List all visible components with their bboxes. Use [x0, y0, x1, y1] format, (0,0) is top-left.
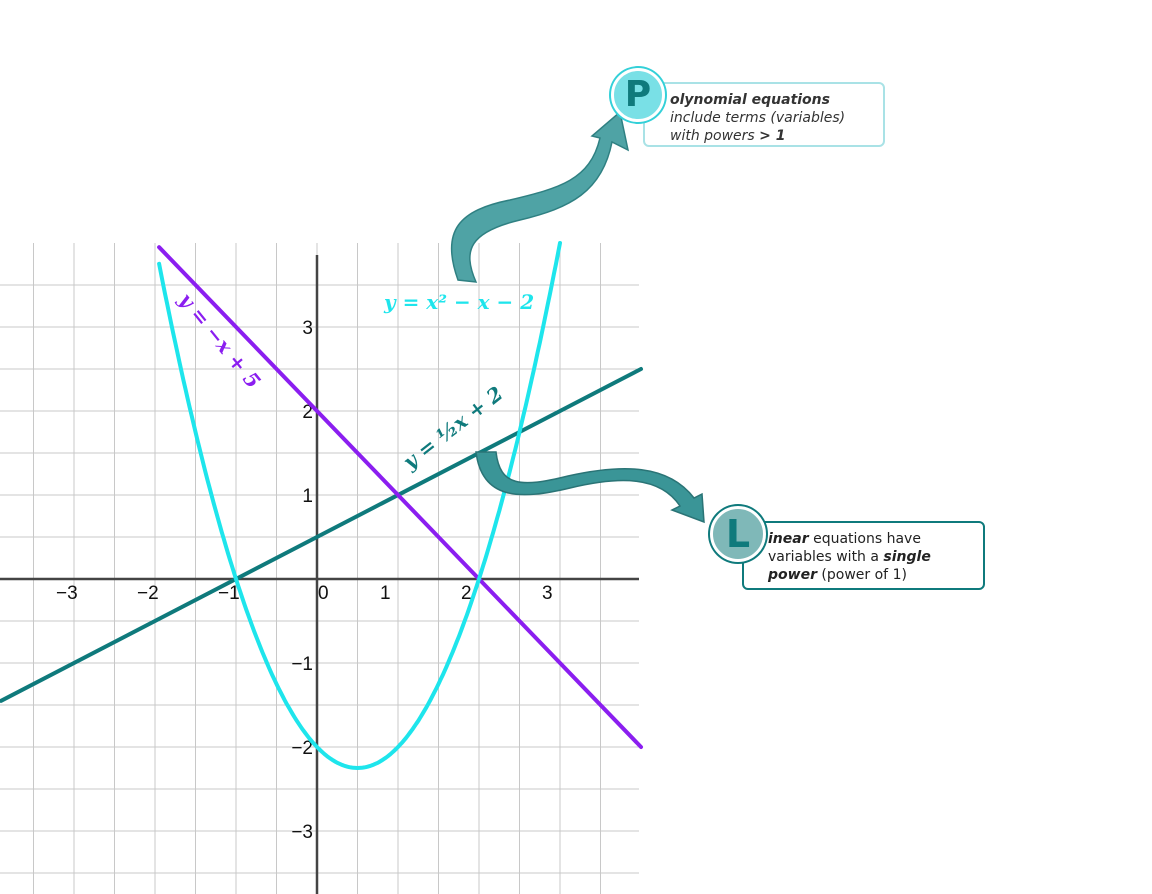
linear-callout-text-2: (power of 1)	[816, 567, 907, 583]
polynomial-callout-title: olynomial equations	[670, 92, 830, 108]
polynomial-p-badge-icon: P	[611, 68, 665, 122]
y-tick-label: −3	[291, 822, 313, 843]
y-tick-label: 2	[302, 402, 313, 423]
series-curves	[0, 241, 643, 770]
x-tick-label: −3	[56, 583, 78, 604]
decreasing-line-series	[157, 245, 643, 749]
quadratic-series	[157, 241, 562, 770]
y-tick-label: −1	[291, 654, 313, 675]
polynomial-callout-text: olynomial equations include terms (varia…	[670, 91, 845, 145]
polynomial-callout-line3: with powers	[670, 128, 760, 144]
grid-lines	[0, 243, 639, 894]
x-tick-label: −1	[218, 583, 240, 604]
increasing-line-series	[0, 367, 643, 703]
arrow-to-linear-icon	[475, 451, 705, 524]
axes	[0, 255, 639, 894]
linear-callout-single-power: single power	[768, 549, 931, 583]
polynomial-callout-box: olynomial equations include terms (varia…	[643, 82, 885, 147]
quadratic-equation-label: y = x² − x − 2	[383, 290, 534, 314]
polynomial-callout-line2: include terms (variables)	[670, 110, 846, 126]
linear-callout-title: inear	[768, 531, 809, 547]
x-tick-label: 1	[380, 583, 391, 604]
linear-l-badge-icon: L	[710, 506, 766, 562]
tick-labels: −3 −2 −1 0 1 2 3 −3 −2 −1 1 2 3	[56, 318, 553, 843]
x-tick-label: 2	[461, 583, 472, 604]
x-tick-label: 0	[318, 583, 329, 604]
x-tick-label: −2	[137, 583, 159, 604]
y-tick-label: 3	[302, 318, 313, 339]
y-tick-label: −2	[291, 738, 313, 759]
linear-callout-text-1: equations have variables with a	[768, 531, 921, 565]
linear-callout-box: inear equations have variables with a si…	[742, 521, 985, 590]
x-tick-label: 3	[542, 583, 553, 604]
polynomial-callout-power: > 1	[759, 128, 786, 144]
arrow-to-polynomial-icon	[450, 110, 630, 283]
y-tick-label: 1	[302, 486, 313, 507]
decreasing-line-equation-label: y = −x + 5	[173, 287, 265, 393]
callout-arrows	[450, 110, 705, 524]
linear-callout-text: inear equations have variables with a si…	[768, 530, 983, 584]
